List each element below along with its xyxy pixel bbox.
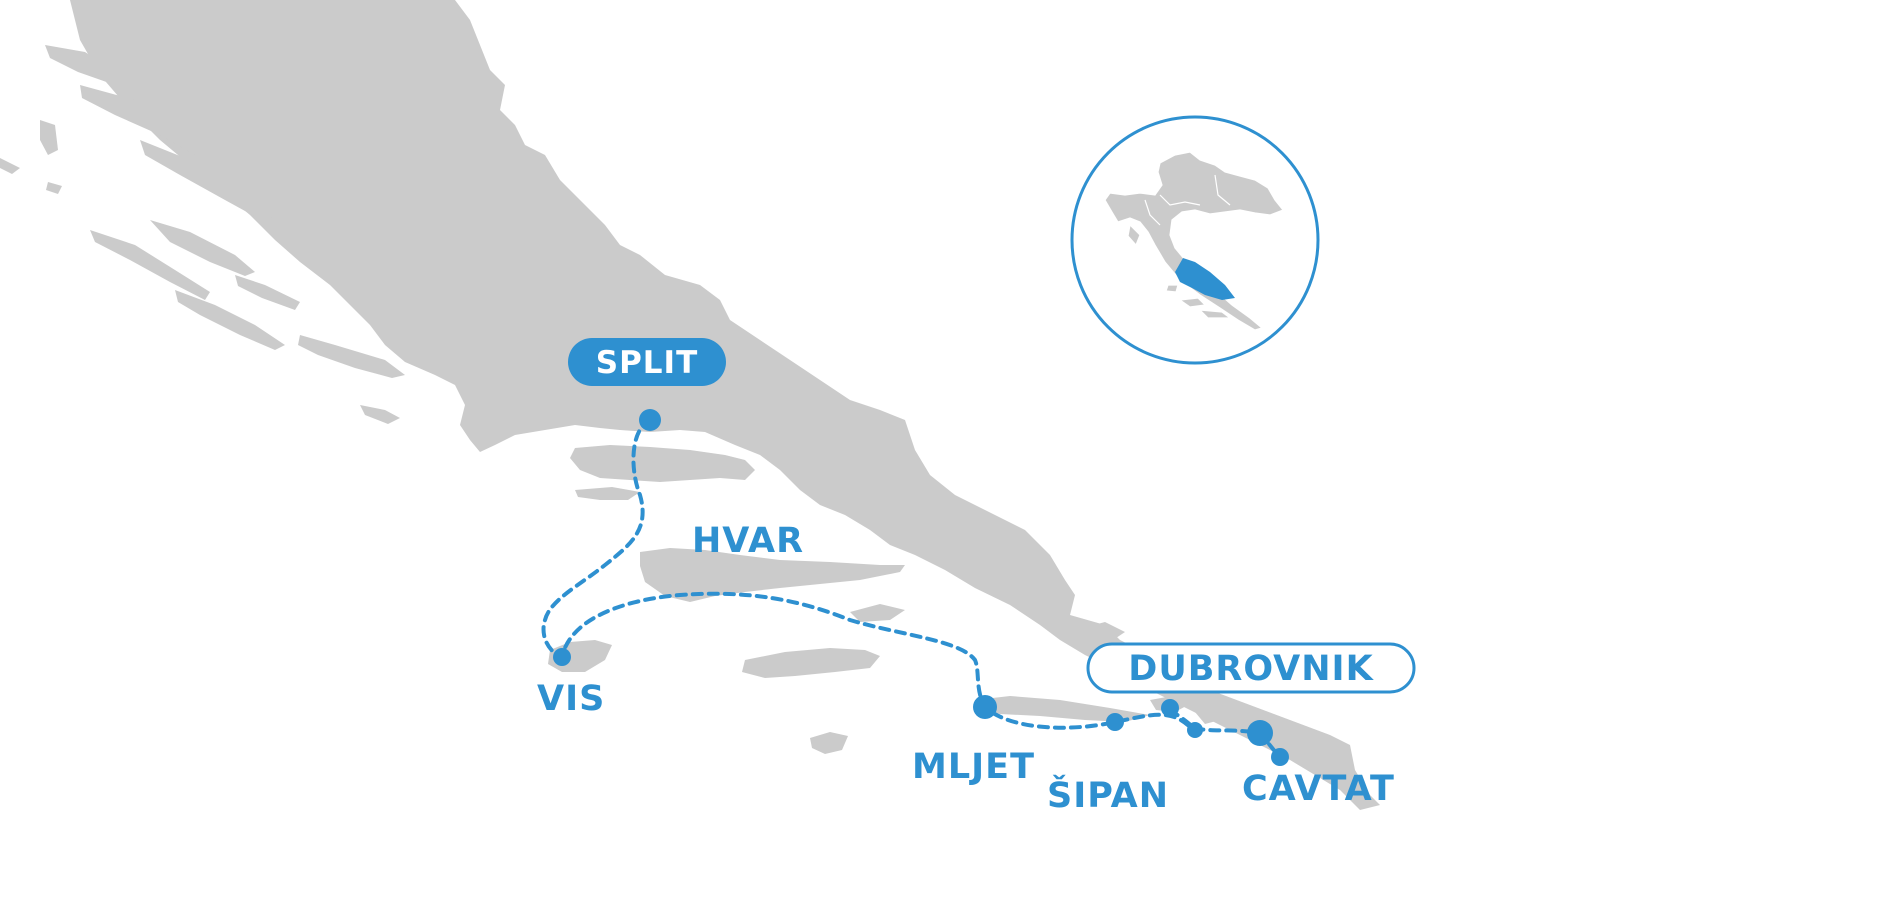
island	[140, 140, 275, 222]
island	[360, 405, 400, 424]
island	[298, 335, 405, 378]
island	[46, 182, 62, 194]
inset-highlight	[1175, 258, 1235, 300]
label-hvar: HVAR	[692, 521, 804, 561]
island-mljet	[975, 696, 1150, 722]
stop-lopud[interactable]	[1161, 699, 1179, 717]
island	[150, 220, 255, 276]
stop-sipan[interactable]	[1106, 713, 1124, 731]
inset-ring	[1070, 115, 1320, 365]
label-split: SPLIT	[596, 345, 698, 381]
stop-cavtat[interactable]	[1271, 748, 1289, 766]
stop-split[interactable]	[639, 409, 661, 431]
dubrovnik-pill	[1086, 642, 1416, 694]
stop-dubrovnik[interactable]	[1247, 720, 1273, 746]
island	[0, 158, 20, 174]
island-korcula	[742, 648, 880, 678]
island	[850, 604, 905, 622]
stop-mljet[interactable]	[973, 695, 997, 719]
label-dubrovnik: DUBROVNIK	[1128, 649, 1374, 689]
island-lastovo	[810, 732, 848, 754]
island	[1195, 710, 1220, 724]
island	[40, 120, 58, 155]
island	[45, 45, 120, 85]
island-hvar	[640, 548, 905, 602]
inset-borders	[1144, 174, 1231, 226]
island	[90, 230, 210, 300]
mainland	[70, 0, 1380, 810]
island	[1075, 622, 1125, 644]
land-layer	[0, 0, 1380, 810]
label-sipan: ŠIPAN	[1047, 774, 1169, 816]
island-solta	[575, 487, 640, 500]
route-line	[541, 418, 1282, 759]
island	[175, 290, 285, 350]
island-brac	[570, 445, 755, 482]
island	[235, 275, 300, 310]
labels: SPLIT HVAR VIS MLJET ŠIPAN CAVTAT DUBROV…	[537, 338, 1416, 816]
label-vis: VIS	[537, 679, 605, 719]
stop-vis[interactable]	[553, 648, 571, 666]
stops	[553, 409, 1289, 766]
label-mljet: MLJET	[912, 747, 1035, 787]
label-cavtat: CAVTAT	[1242, 769, 1395, 809]
island	[80, 85, 210, 155]
inset-islands	[1127, 223, 1232, 319]
stop-kolocep[interactable]	[1187, 722, 1203, 738]
inset-map	[1070, 115, 1320, 365]
split-pill	[568, 338, 726, 386]
